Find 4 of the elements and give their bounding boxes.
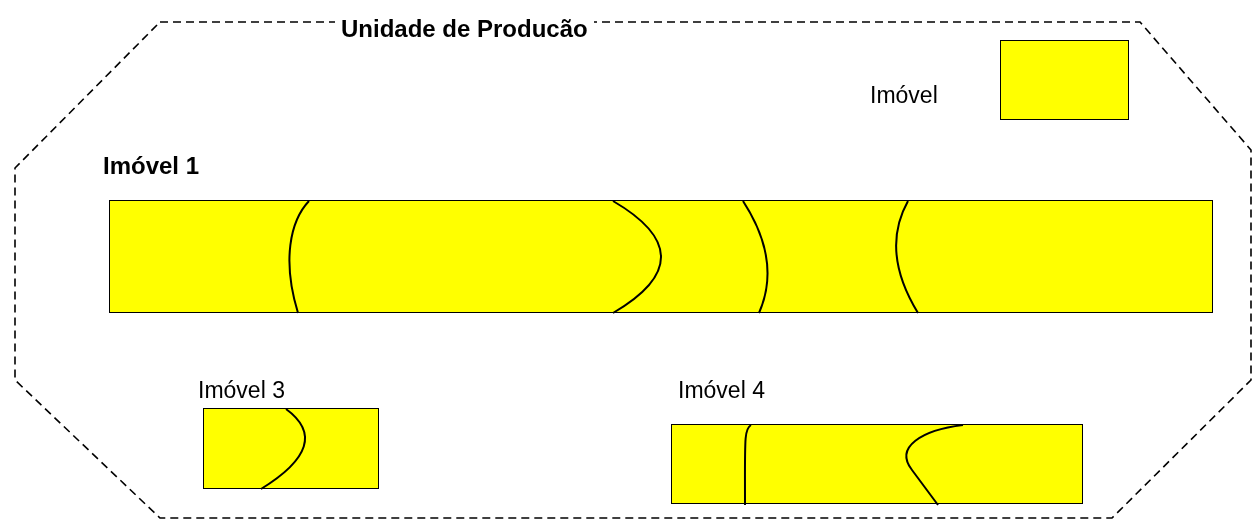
legend-label: Imóvel — [870, 82, 938, 108]
parcel-label: Imóvel 3 — [198, 377, 285, 403]
parcel-label: Imóvel 4 — [678, 377, 765, 403]
parcel-label: Imóvel 1 — [103, 153, 200, 179]
